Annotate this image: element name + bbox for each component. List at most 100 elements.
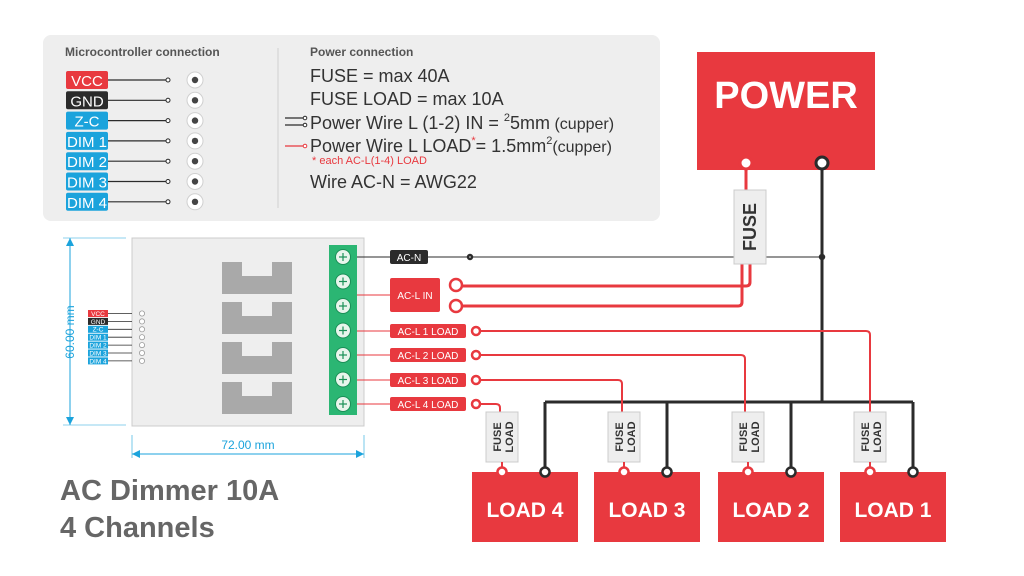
load-label: LOAD 2 bbox=[732, 499, 809, 522]
board-pin-label: DIM 3 bbox=[89, 350, 107, 357]
terminal-screws bbox=[335, 249, 351, 412]
mcu-pin-end bbox=[165, 97, 171, 103]
board-pin-label: Z-C bbox=[93, 327, 104, 334]
load-label: LOAD 4 bbox=[486, 499, 563, 522]
load-line-wire bbox=[476, 403, 501, 412]
mcu-pin-end bbox=[165, 118, 171, 124]
load-fuse-label-2: LOAD bbox=[504, 421, 516, 452]
load-fuse-label-2: LOAD bbox=[626, 421, 638, 452]
load-n-terminal bbox=[785, 466, 797, 478]
power-label: POWER bbox=[714, 75, 858, 117]
board-pin-badge bbox=[88, 357, 108, 365]
load-n-terminal bbox=[907, 466, 919, 478]
board-pin-badge bbox=[88, 341, 108, 349]
power-heading: Power connection bbox=[310, 45, 413, 59]
title-line1: AC Dimmer 10A bbox=[60, 475, 279, 507]
mcu-pin-label: Z-C bbox=[75, 114, 100, 131]
board-pin-label: GND bbox=[91, 319, 106, 326]
board-pin-badge bbox=[88, 325, 108, 333]
board-pin-hole bbox=[138, 342, 145, 349]
terminal-badge bbox=[390, 348, 466, 362]
main-fuse bbox=[733, 189, 767, 265]
title-line2: 4 Channels bbox=[60, 512, 215, 544]
wire-terminal bbox=[448, 298, 464, 314]
board-pin-badge bbox=[88, 317, 108, 325]
terminal-label: AC-L 2 LOAD bbox=[398, 351, 459, 362]
load-line-wire bbox=[476, 354, 746, 412]
wire-in-spec: Power Wire L (1-2) IN = 25mm (cupper) bbox=[310, 112, 614, 133]
mcu-pin-badge bbox=[66, 91, 108, 110]
mcu-pin-label: DIM 1 bbox=[67, 134, 107, 151]
terminal-badge bbox=[390, 373, 466, 387]
triac-heatsink bbox=[222, 302, 292, 334]
mcu-pin-badge bbox=[66, 131, 108, 150]
load-line-wire bbox=[476, 379, 623, 412]
load-box bbox=[594, 472, 700, 542]
load-fuse-label-1: FUSE bbox=[860, 422, 872, 451]
terminal-badge bbox=[390, 324, 466, 338]
power-l-terminal bbox=[738, 155, 754, 171]
terminal-label: AC-N bbox=[397, 253, 421, 264]
power-box bbox=[697, 52, 875, 170]
board-pin-label: DIM 2 bbox=[89, 343, 107, 350]
mcu-pin-label: GND bbox=[70, 93, 104, 110]
mcu-pin-label: DIM 3 bbox=[67, 175, 107, 192]
header-pin bbox=[191, 76, 199, 84]
board-pin-hole bbox=[138, 310, 145, 317]
load-fuse-label-1: FUSE bbox=[492, 422, 504, 451]
mcu-heading: Microcontroller connection bbox=[65, 45, 220, 59]
mcu-pin-badge bbox=[66, 71, 108, 89]
terminal-badge bbox=[390, 397, 466, 411]
load-box bbox=[472, 472, 578, 542]
mcu-pin-end bbox=[165, 158, 171, 164]
load-l-terminal bbox=[618, 466, 630, 478]
header-pin bbox=[191, 97, 199, 104]
load-fuse-label-1: FUSE bbox=[614, 422, 626, 451]
terminal-badge bbox=[390, 250, 428, 264]
header-pin bbox=[191, 117, 199, 124]
mcu-pin-end bbox=[165, 138, 171, 144]
load-fuse-label-1: FUSE bbox=[738, 422, 750, 451]
load-fuse bbox=[607, 411, 641, 463]
line-in-wire-1 bbox=[456, 264, 752, 288]
wire-load-symbol bbox=[285, 143, 308, 149]
terminal-label: AC-L 3 LOAD bbox=[398, 376, 459, 387]
triac-group bbox=[222, 262, 292, 414]
fuse-spec: FUSE = max 40A bbox=[310, 66, 450, 86]
wire-in-symbol bbox=[285, 115, 308, 128]
board-pin-badge bbox=[88, 310, 108, 317]
wires bbox=[428, 169, 915, 468]
mcu-pin-badge bbox=[66, 111, 108, 130]
load-n-terminal bbox=[539, 466, 551, 478]
board-pin-badge bbox=[88, 333, 108, 341]
width-dimension: 72.00 mm bbox=[131, 435, 365, 458]
wire-load-spec: Power Wire L LOAD*= 1.5mm2(cupper) bbox=[310, 135, 612, 156]
load-l-terminal bbox=[496, 466, 508, 478]
main-fuse-label: FUSE bbox=[740, 203, 760, 251]
power-n-terminal bbox=[814, 155, 830, 171]
triac-heatsink bbox=[222, 262, 292, 294]
mcu-pin-end bbox=[165, 199, 171, 205]
load-fuse-label-2: LOAD bbox=[750, 421, 762, 452]
board-pin-hole bbox=[138, 357, 145, 364]
mcu-pin-badge bbox=[66, 192, 108, 211]
wire-terminal bbox=[466, 253, 474, 261]
terminal-badge bbox=[390, 278, 440, 312]
wire-terminal bbox=[470, 374, 482, 386]
mcu-pin-badge bbox=[66, 152, 108, 171]
mcu-pin-label: DIM 2 bbox=[67, 154, 107, 171]
header-pin bbox=[191, 158, 199, 165]
board-pin-label: VCC bbox=[91, 311, 105, 318]
mcu-pin-label: VCC bbox=[71, 73, 103, 90]
load-l-terminal bbox=[742, 466, 754, 478]
triac-heatsink bbox=[222, 342, 292, 374]
board-pin-hole bbox=[138, 326, 145, 333]
board-pin-hole bbox=[138, 318, 145, 325]
load-line-wire bbox=[476, 330, 871, 412]
wire-n-spec: Wire AC-N = AWG22 bbox=[310, 172, 477, 192]
